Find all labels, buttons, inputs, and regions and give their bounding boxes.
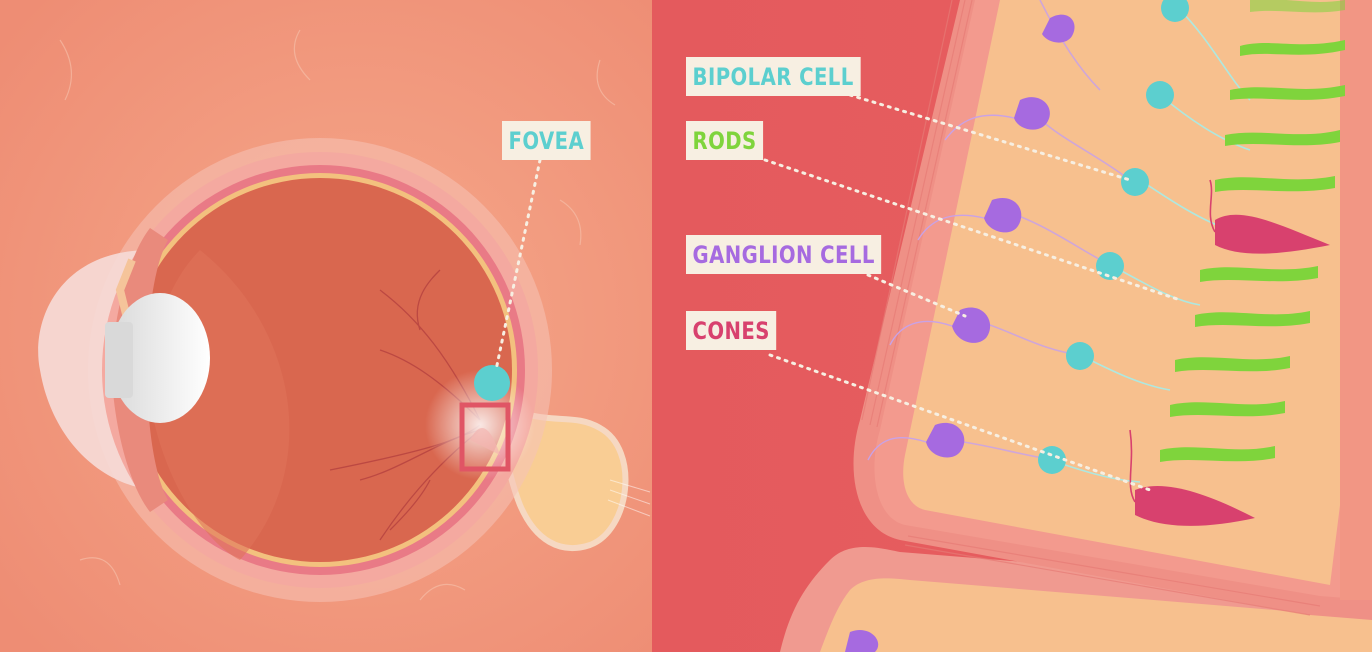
cones <box>1135 214 1330 526</box>
bipolar-cell-label: BIPOLAR CELL <box>686 57 861 96</box>
ganglion-cells <box>845 14 1075 652</box>
fovea-highlight-box <box>459 402 511 472</box>
fovea-marker <box>474 365 510 401</box>
lens <box>110 293 210 423</box>
bipolar-cells <box>1038 0 1189 474</box>
fovea-leader <box>494 158 542 372</box>
rods <box>1160 40 1345 462</box>
label-leaders <box>763 93 1182 492</box>
rods-label: RODS <box>686 121 764 160</box>
ganglion-cell-label: GANGLION CELL <box>686 235 882 274</box>
cones-label: CONES <box>686 311 777 350</box>
fovea-label: FOVEA <box>502 121 591 160</box>
right-panel <box>652 0 1372 652</box>
left-panel <box>0 0 652 652</box>
rods-outer <box>1250 0 1345 13</box>
